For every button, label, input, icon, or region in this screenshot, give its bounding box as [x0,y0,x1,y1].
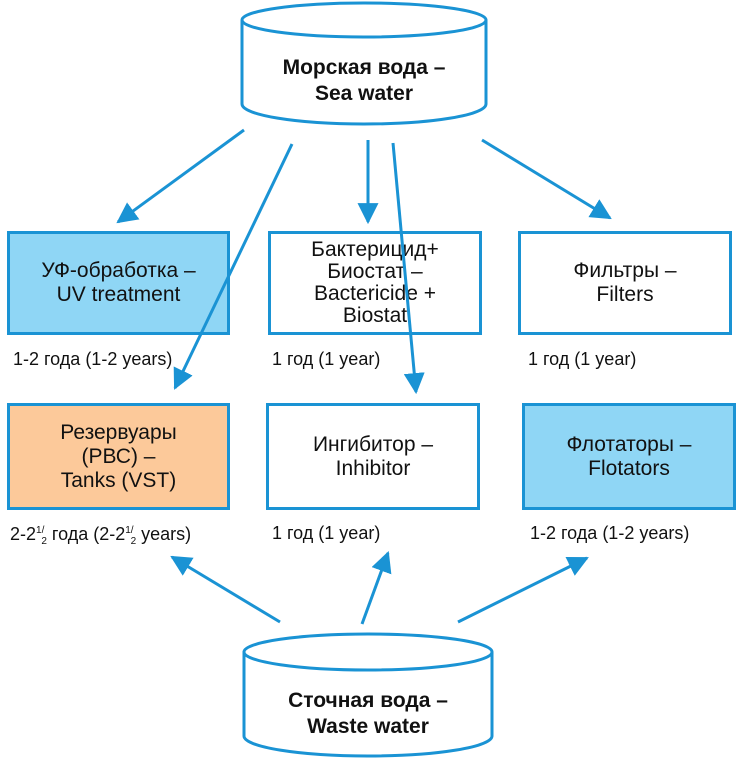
uv-treatment-ru: УФ-обработка – [41,259,196,282]
tanks-caption-part: years) [136,524,192,544]
uv-treatment-en: UV treatment [56,283,181,306]
tanks-caption-sup: 1/ [36,525,45,536]
arrow-waste-to-flotators [457,556,589,624]
arrow-waste-to-inhibitor [360,551,392,625]
inhibitor-box: Ингибитор – Inhibitor [266,403,480,510]
arrow-sea-to-filters [481,138,612,220]
tanks-ru-2: (РВС) – [81,444,156,468]
waste-water-label: Сточная вода – Waste water [240,688,496,740]
filters-ru: Фильтры – [573,259,677,282]
sea-water-label-ru: Морская вода – [282,56,446,79]
tanks-en: Tanks (VST) [60,468,177,492]
tanks-caption: 2-21/2 года (2-21/2 years) [10,520,191,553]
waste-water-label-ru: Сточная вода – [288,689,448,712]
bactericide-caption: 1 год (1 year) [272,349,381,369]
bactericide-en-1: Bactericide + [314,282,436,305]
filters-caption: 1 год (1 year) [528,349,637,369]
flotators-ru: Флотаторы – [566,432,692,456]
bactericide-ru-1: Бактерицид+ [311,238,439,261]
inhibitor-en: Inhibitor [335,456,411,480]
waste-water-cylinder [242,632,494,758]
inhibitor-ru: Ингибитор – [312,432,434,456]
inhibitor-caption: 1 год (1 year) [272,523,381,543]
tanks-caption-sub: 2 [130,536,137,547]
tanks-caption-sup: 1/ [125,525,134,536]
bactericide-box: Бактерицид+ Биостат – Bactericide + Bios… [268,231,482,335]
arrow-waste-to-tanks [170,555,281,624]
sea-water-cylinder [240,1,488,126]
tanks-ru-1: Резервуары [60,420,177,444]
flotators-caption: 1-2 года (1-2 years) [530,523,690,543]
tanks-caption-part: года (2-2 [46,524,126,544]
filters-box: Фильтры – Filters [518,231,732,335]
tanks-caption-sub: 2 [41,536,47,547]
flotators-box: Флотаторы – Flotators [522,403,736,510]
sea-water-label-en: Sea water [314,82,414,105]
tanks-caption-part: 2-2 [10,524,37,544]
waste-water-label-en: Waste water [307,715,429,738]
flotators-en: Flotators [588,456,670,480]
bactericide-en-2: Biostat [342,304,408,327]
uv-treatment-caption: 1-2 года (1-2 years) [13,349,173,369]
uv-treatment-box: УФ-обработка – UV treatment [7,231,230,335]
bactericide-ru-2: Биостат – [327,260,423,283]
sea-water-label: Морская вода – Sea water [238,55,490,107]
arrow-sea-to-uv [116,128,245,224]
filters-en: Filters [596,283,654,306]
tanks-box: Резервуары (РВС) – Tanks (VST) [7,403,230,510]
